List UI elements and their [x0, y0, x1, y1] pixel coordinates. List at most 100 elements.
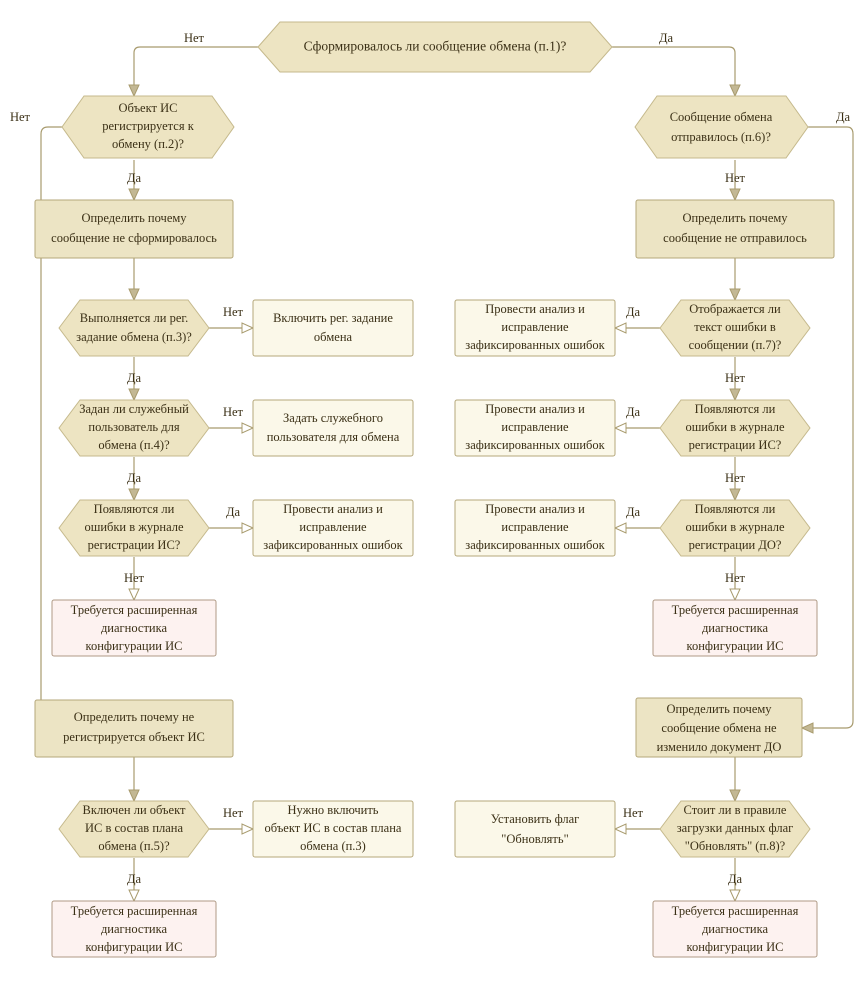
node-l9-terminal[interactable]: Требуется расширенная диагностика конфиг… [51, 900, 217, 958]
node-r3-decision[interactable]: Отображается ли текст ошибки в сообщении… [659, 299, 811, 357]
r7-process-shape[interactable] [635, 697, 803, 758]
node-l2-process[interactable]: Определить почему сообщение не сформиров… [34, 199, 234, 259]
r1-decision-shape[interactable] [634, 95, 809, 159]
node-l3a-action[interactable]: Включить рег. задание обмена [252, 299, 414, 357]
r4a-action-line2: исправление [501, 420, 569, 434]
edge-label-l1-yes: Да [127, 171, 142, 185]
l4-decision-line2: пользователь для [88, 420, 179, 434]
r7-process-line3: изменило документ ДО [657, 740, 782, 754]
edge-label-r8-yes: Да [728, 872, 743, 886]
l5a-action-line2: исправление [299, 520, 367, 534]
node-r8-decision[interactable]: Стоит ли в правиле загрузки данных флаг … [659, 800, 811, 858]
arrowhead-l1-to-l2 [128, 188, 140, 202]
l9-terminal-shape[interactable] [51, 900, 217, 958]
node-r3a-action[interactable]: Провести анализ и исправление зафиксиров… [454, 299, 616, 357]
node-r6-terminal[interactable]: Требуется расширенная диагностика конфиг… [652, 599, 818, 657]
l1-decision-shape[interactable] [61, 95, 235, 159]
l5-decision-shape[interactable] [58, 499, 210, 557]
r6-terminal-line3: конфигурации ИС [687, 639, 784, 653]
r8-decision-shape[interactable] [659, 800, 811, 858]
node-r5a-action[interactable]: Провести анализ и исправление зафиксиров… [454, 499, 616, 557]
node-l6-terminal[interactable]: Требуется расширенная диагностика конфиг… [51, 599, 217, 657]
node-r5-decision[interactable]: Появляются ли ошибки в журнале регистрац… [659, 499, 811, 557]
edge-label-root-no: Нет [184, 31, 205, 45]
r7-process-line2: сообщение обмена не [661, 721, 777, 735]
l7-process-line2: регистрируется объект ИС [63, 730, 205, 744]
r3-decision-shape[interactable] [659, 299, 811, 357]
r9-terminal-line3: конфигурации ИС [687, 940, 784, 954]
l5-decision-line3: регистрации ИС? [88, 538, 181, 552]
node-l8a-action[interactable]: Нужно включить объект ИС в состав плана … [252, 800, 414, 858]
l5a-action-line1: Провести анализ и [283, 502, 383, 516]
r8a-action-shape[interactable] [454, 800, 616, 858]
node-l4a-action[interactable]: Задать служебного пользователя для обмен… [252, 399, 414, 457]
l3a-action-shape[interactable] [252, 299, 414, 357]
l7-process-shape[interactable] [34, 699, 234, 758]
node-l8-decision[interactable]: Включен ли объект ИС в состав плана обме… [58, 800, 210, 858]
node-l5-decision[interactable]: Появляются ли ошибки в журнале регистрац… [58, 499, 210, 557]
r3a-action-shape[interactable] [454, 299, 616, 357]
r3-decision-line3: сообщении (п.7)? [689, 338, 782, 352]
r2-process-shape[interactable] [635, 199, 835, 259]
arrowhead-r1-to-r2 [729, 188, 741, 202]
l4a-action-shape[interactable] [252, 399, 414, 457]
arrowhead-r2-to-r3 [729, 288, 741, 302]
r7-process-line1: Определить почему [666, 702, 772, 716]
r5-decision-shape[interactable] [659, 499, 811, 557]
node-r1-decision[interactable]: Сообщение обмена отправилось (п.6)? [634, 95, 809, 159]
node-r4a-action[interactable]: Провести анализ и исправление зафиксиров… [454, 399, 616, 457]
edge-label-l1-no: Нет [10, 110, 31, 124]
l6-terminal-line1: Требуется расширенная [71, 603, 198, 617]
r4a-action-shape[interactable] [454, 399, 616, 457]
l3-decision-shape[interactable] [58, 299, 210, 357]
l5-decision-line2: ошибки в журнале [84, 520, 184, 534]
l5a-action-shape[interactable] [252, 499, 414, 557]
l9-terminal-line1: Требуется расширенная [71, 904, 198, 918]
r6-terminal-shape[interactable] [652, 599, 818, 657]
r4a-action-line3: зафиксированных ошибок [465, 438, 605, 452]
r5a-action-line1: Провести анализ и [485, 502, 585, 516]
l3-decision-line2: задание обмена (п.3)? [76, 330, 192, 344]
arrowhead-r5-to-r6 [729, 588, 741, 602]
l4-decision-line3: обмена (п.4)? [98, 438, 170, 452]
l6-terminal-line3: конфигурации ИС [86, 639, 183, 653]
r9-terminal-shape[interactable] [652, 900, 818, 958]
arrowhead-root-to-l1 [128, 84, 140, 98]
edge-label-root-yes: Да [659, 31, 674, 45]
node-layer: Сформировалось ли сообщение обмена (п.1)… [34, 21, 835, 958]
node-r8a-action[interactable]: Установить флаг "Обновлять" [454, 800, 616, 858]
edge-label-layer: Нет Да Нет Да Нет Да Нет Да Да Нет Нет Д… [10, 31, 851, 886]
arrowhead-r4-to-r5 [729, 488, 741, 502]
node-l5a-action[interactable]: Провести анализ и исправление зафиксиров… [252, 499, 414, 557]
node-l4-decision[interactable]: Задан ли служебный пользователь для обме… [58, 399, 210, 457]
l8-decision-line2: ИС в состав плана [85, 821, 184, 835]
edge-label-r1-yes: Да [836, 110, 851, 124]
l8-decision-shape[interactable] [58, 800, 210, 858]
r4-decision-shape[interactable] [659, 399, 811, 457]
node-l3-decision[interactable]: Выполняется ли рег. задание обмена (п.3)… [58, 299, 210, 357]
node-r4-decision[interactable]: Появляются ли ошибки в журнале регистрац… [659, 399, 811, 457]
l4-decision-shape[interactable] [58, 399, 210, 457]
edge-label-r1-no: Нет [725, 171, 746, 185]
r4-decision-line1: Появляются ли [695, 402, 776, 416]
node-r9-terminal[interactable]: Требуется расширенная диагностика конфиг… [652, 900, 818, 958]
arrowhead-l5-to-l6 [128, 588, 140, 602]
r3-decision-line2: текст ошибки в [694, 320, 776, 334]
node-l1-decision[interactable]: Объект ИС регистрируется к обмену (п.2)? [61, 95, 235, 159]
node-r7-process[interactable]: Определить почему сообщение обмена не из… [635, 697, 803, 758]
arrowhead-r8-to-r8a [613, 823, 627, 835]
r8a-action-line2: "Обновлять" [501, 832, 568, 846]
r5a-action-shape[interactable] [454, 499, 616, 557]
r5-decision-line1: Появляются ли [695, 502, 776, 516]
l6-terminal-shape[interactable] [51, 599, 217, 657]
l2-process-shape[interactable] [34, 199, 234, 259]
arrowhead-r7-to-r8 [729, 789, 741, 803]
node-l7-process[interactable]: Определить почему не регистрируется объе… [34, 699, 234, 758]
node-root-decision[interactable]: Сформировалось ли сообщение обмена (п.1)… [257, 21, 613, 73]
arrowhead-l2-to-l3 [128, 288, 140, 302]
l8a-action-shape[interactable] [252, 800, 414, 858]
connector-layer [40, 46, 854, 903]
node-r2-process[interactable]: Определить почему сообщение не отправило… [635, 199, 835, 259]
root-decision-shape[interactable] [257, 21, 613, 73]
